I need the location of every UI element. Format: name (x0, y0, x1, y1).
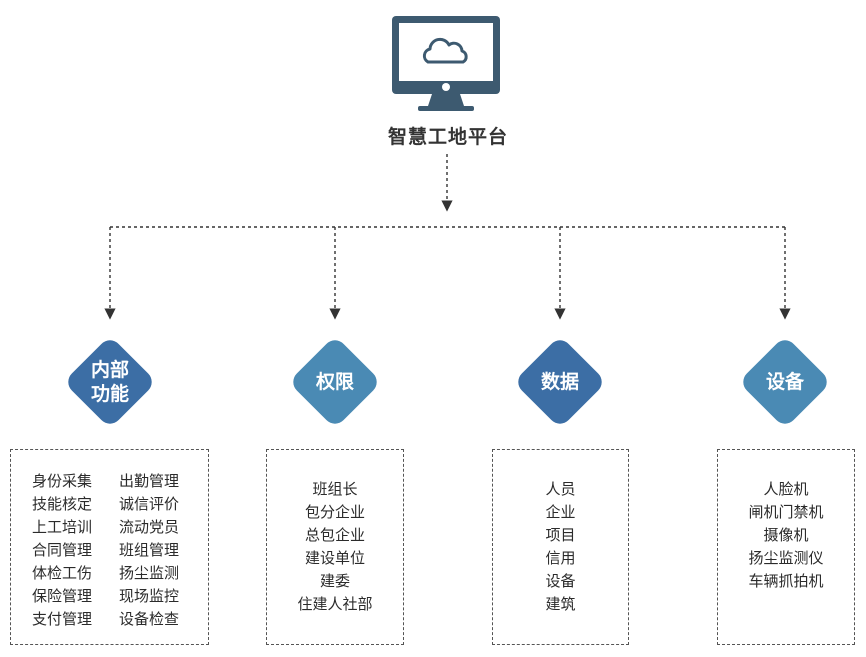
list-item: 保险管理 (32, 587, 93, 605)
list-item: 出勤管理 (119, 472, 180, 490)
diamond-label-data: 数据 (540, 371, 579, 393)
list-box-data: 人员 企业 项目 信用 设备 建筑 (492, 449, 629, 645)
list-item: 人脸机 (763, 480, 809, 498)
list-item: 包分企业 (304, 503, 365, 521)
list-item: 流动党员 (119, 518, 180, 536)
list-item: 身份采集 (32, 472, 93, 490)
list-item: 诚信评价 (119, 495, 180, 513)
list-item: 支付管理 (32, 610, 93, 628)
cloud-computer-icon (392, 16, 500, 111)
list-box-devices: 人脸机 闸机门禁机 摄像机 扬尘监测仪 车辆抓拍机 (717, 449, 855, 645)
list-item: 人员 (545, 480, 576, 498)
diamond-label-permissions: 权限 (315, 371, 354, 393)
list-item: 体检工伤 (32, 564, 93, 582)
list-item: 扬尘监测 (119, 564, 180, 582)
list-item: 闸机门禁机 (748, 503, 824, 521)
list-item: 现场监控 (119, 587, 180, 605)
list-item: 建设单位 (304, 549, 365, 567)
list-item: 车辆抓拍机 (748, 572, 824, 590)
list-box-permissions: 班组长 包分企业 总包企业 建设单位 建委 住建人社部 (266, 449, 404, 645)
list-box-internal-functions: 身份采集 技能核定 上工培训 合同管理 体检工伤 保险管理 支付管理 出勤管理 … (10, 449, 209, 645)
list-item: 设备检查 (119, 610, 180, 628)
list-item: 技能核定 (32, 495, 93, 513)
list-item: 合同管理 (32, 541, 93, 559)
list-item: 设备 (545, 572, 576, 590)
list-item: 上工培训 (32, 518, 93, 536)
root-title: 智慧工地平台 (387, 126, 508, 148)
list-item: 总包企业 (304, 526, 365, 544)
diamond-label-internal-functions: 内部功能 (90, 359, 129, 405)
list-item: 信用 (545, 549, 576, 567)
list-item: 住建人社部 (297, 595, 373, 613)
diamond-label-devices: 设备 (765, 371, 804, 393)
list-item: 班组管理 (119, 541, 180, 559)
list-item: 建筑 (545, 595, 576, 613)
list-item: 项目 (545, 526, 576, 544)
list-item: 企业 (545, 503, 576, 521)
list-item: 扬尘监测仪 (748, 549, 824, 567)
list-item: 摄像机 (763, 526, 809, 544)
list-item: 班组长 (312, 480, 358, 498)
list-item: 建委 (319, 572, 350, 590)
